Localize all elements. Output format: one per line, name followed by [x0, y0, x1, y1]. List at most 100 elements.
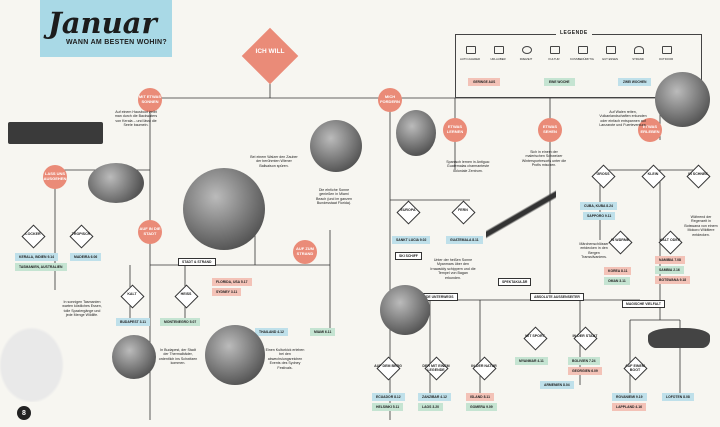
description-text: Einen Kulturkick erleben bei den abwechs… [265, 348, 305, 370]
description-text: Sich in einem der malerischen Schweizer … [521, 150, 567, 168]
museum-icon [550, 46, 560, 54]
destination-pill: SAPPORO 9.11 [583, 212, 616, 220]
destination-pill: CUBA, KUBA 8.24 [580, 202, 617, 210]
wallaby-photo [0, 320, 70, 402]
destination-pill: GUATEMALA 8.11 [446, 236, 483, 244]
envelope-icon [578, 46, 588, 54]
category-circle: ETWAS SEHEN [538, 118, 562, 142]
destination-pill: MYANMAR 4.11 [515, 357, 548, 365]
destination-pill: BOTSWANA 9.18 [655, 276, 691, 284]
cutlery-icon [606, 46, 616, 54]
legend-label: KULTUR [548, 57, 560, 61]
legend-label: URLAUBER [490, 57, 506, 61]
question-label: MIT SPORT [525, 334, 545, 338]
destination-pill: SYDNEY 3.11 [212, 288, 242, 296]
question-label: TROPISCH [71, 232, 91, 236]
description-text: Auf Walen reiten, Vulkanlandschaften erk… [599, 110, 647, 128]
destination-pill: OMAN 3.11 [604, 277, 630, 285]
legend-label: AUTO-FAHRER [460, 57, 480, 61]
destination-pill: KERALA, INDIEN 9.14 [15, 253, 59, 261]
sun-icon [522, 46, 532, 54]
route-box: ABSOLUTE AUSSENSEITER [530, 293, 584, 301]
question-label: KALT ODER [659, 238, 681, 242]
destination-pill: LOFOTEN 8.08 [662, 393, 694, 401]
page-title: Januar [48, 6, 157, 40]
volcano-photo [655, 72, 710, 127]
category-circle: AUF IN DIE STADT [138, 220, 162, 244]
legend-label: GUT ESSEN [601, 57, 619, 61]
destination-pill: LAPPLAND 4.16 [612, 403, 647, 411]
description-text: Die ehrliche Sonne genießen in Miami Bea… [316, 188, 352, 206]
description-text: In sonnigen Tasmanien warten köstliches … [62, 300, 102, 318]
skier-photo [486, 186, 556, 256]
destination-pill: THAILAND 4.12 [255, 328, 288, 336]
destination-pill: SANKT LUCIA 9.02 [392, 236, 431, 244]
start-label: ICH WILL [255, 48, 285, 55]
destination-pill: TASMANIEN, AUSTRALIEN [15, 263, 67, 271]
houseboat-photo [8, 122, 103, 144]
suitcase-icon [494, 46, 504, 54]
category-circle: ETWAS LERNEN [443, 118, 467, 142]
question-label: KLEIN [647, 172, 659, 176]
legend-title: LEGENDE [556, 30, 592, 36]
destination-pill: GEORGIEN 6.09 [568, 367, 602, 375]
beach-icon [634, 46, 644, 54]
question-label: AUF DEM BERG [374, 364, 402, 368]
category-circle: MIT ETWAS SONNEN [138, 88, 162, 112]
destination-pill: BOLIVIEN 7.24 [568, 357, 600, 365]
destination-pill: KOREA 8.11 [604, 267, 632, 275]
description-text: Unter der heißen Sonne Myanmars über den… [430, 258, 476, 280]
question-label: LOCKER [25, 232, 41, 236]
category-circle: MICH FORDERN [378, 88, 402, 112]
route-box: MAGISCHE VIELFALT [622, 300, 665, 308]
question-label: FERN [458, 208, 468, 212]
question-label: IN DER STADT [572, 334, 598, 338]
route-box: SKI SCHIFF [395, 252, 422, 260]
destination-pill: SAMBIA 2.16 [655, 266, 684, 274]
destination-pill: LAOS 3.20 [418, 403, 443, 411]
miami-beach-photo [310, 120, 362, 172]
guatemala-portrait-photo [396, 110, 436, 156]
ballroom-photo [183, 168, 265, 250]
destination-pill: BUDAPEST 3.11 [116, 318, 151, 326]
opera-house-photo [205, 325, 265, 385]
question-label: DER MIT EINEM LEGENDE [422, 364, 450, 372]
question-label: AUF EINEM BOOT [625, 364, 645, 372]
destination-pill: FLORIDA, USA 5.17 [212, 278, 252, 286]
thermal-bath-photo [112, 335, 156, 379]
legend-label: KUSSBEDÜRFTIG [570, 57, 594, 61]
category-circle: AUF ZUM STRAND [293, 240, 317, 264]
destination-pill: ISLAND 8.11 [466, 393, 494, 401]
description-text: Auf einem Hausboot treibt man durch die … [114, 110, 158, 128]
question-label: IN DER NATUR [471, 364, 497, 368]
description-text: Bei einem Walzer den Zauber der berühmte… [250, 155, 298, 168]
temple-photo [380, 285, 430, 335]
legend-pill-two-weeks: ZWEI WOCHEN [618, 78, 652, 86]
page-subtitle: WANN AM BESTEN WOHIN? [66, 39, 167, 46]
legend-label: OUTDOOR [658, 57, 674, 61]
question-label: GROSS [596, 172, 610, 176]
category-circle: ETWAS ERLEBEN [638, 118, 662, 142]
destination-pill: ECUADOR 8.12 [372, 393, 405, 401]
destination-pill: GOMERA 9.09 [466, 403, 497, 411]
destination-pill: NAMIBIA 7.08 [655, 256, 685, 264]
question-label: IN WÄRME [610, 238, 630, 242]
description-text: In Budapest, der Stadt der Thermalbäder,… [158, 348, 198, 366]
destination-pill: ROVANIEMI 9.19 [612, 393, 647, 401]
page-number: 8 [17, 406, 31, 420]
route-box: STADT & STRAND [178, 258, 216, 266]
destination-pill: ZANZIBAR 4.12 [418, 393, 451, 401]
legend-pill-short: GERINGE AUS [468, 78, 501, 86]
destination-pill: HELSINKI 5.11 [372, 403, 404, 411]
legend-pill-week: EINE WOCHE [544, 78, 575, 86]
destination-pill: MADEIRA 6.06 [70, 253, 102, 261]
question-label: KALT [127, 292, 137, 296]
description-text: Märchenschlösser entdecken in den Bergen… [579, 242, 609, 260]
description-text: Spanisch lernen in Antigua: Guatemalas c… [446, 160, 490, 173]
question-label: HEISS [180, 292, 192, 296]
question-label: IN SCHNEE [688, 172, 708, 176]
destination-pill: MONTENEGRO 5.07 [160, 318, 201, 326]
destination-pill: ARMENIEN 8.04 [540, 381, 574, 389]
mokoro-boat-photo [648, 328, 710, 348]
